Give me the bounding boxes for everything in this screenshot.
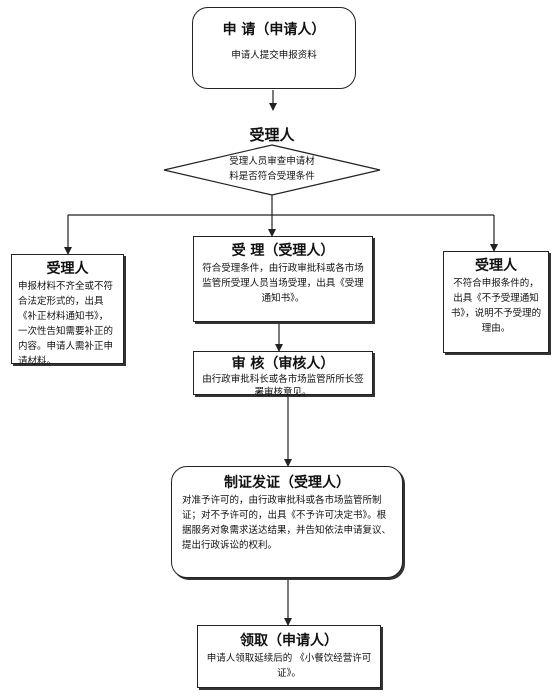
receive-body: 受理人员审查申请材 料是否符合受理条件: [200, 154, 344, 184]
apply-node: 申 请（申请人） 申请人提交申报资料: [192, 7, 356, 89]
left-node: 受理人 申报材料不齐全或不符合法定形式的，出具《补正材料通知书》，一次性告知需要…: [11, 254, 124, 367]
collect-node: 领取（申请人） 申请人领取延续后的 《小餐饮经营许可证》。: [197, 625, 381, 688]
review-title: 审 核（审核人）: [231, 356, 335, 372]
apply-body: 申请人提交申报资料: [231, 50, 317, 61]
receive-body-line2: 料是否符合受理条件: [229, 171, 315, 182]
accept-title: 受 理（受理人）: [231, 243, 335, 259]
receive-title: 受理人: [249, 126, 295, 144]
right-node: 受理人 不符合申报条件的，出具《不予受理通知书》，说明不予受理的理由。: [443, 251, 549, 353]
apply-title: 申 请（申请人）: [222, 22, 326, 38]
collect-body: 申请人领取延续后的 《小餐饮经营许可证》。: [206, 653, 372, 679]
accept-node: 受 理（受理人） 符合受理条件，由行政审批科或各市场监管所受理人员当场受理，出具…: [193, 236, 373, 322]
collect-title: 领取（申请人）: [240, 633, 338, 649]
review-node: 审 核（审核人） 由行政审批科长或各市场监管所所长签署审核意见。: [193, 351, 373, 398]
issue-node: 制证发证（受理人） 对准予许可的，由行政审批科或各市场监管所制证；对不予许可的，…: [171, 466, 403, 578]
receive-body-line1: 受理人员审查申请材: [229, 156, 315, 167]
review-body: 由行政审批科长或各市场监管所所长签署审核意见。: [202, 374, 364, 398]
right-title: 受理人: [475, 258, 517, 274]
issue-title: 制证发证（受理人）: [224, 475, 350, 491]
accept-body: 符合受理条件，由行政审批科或各市场监管所受理人员当场受理，出具《受理通知书》。: [202, 263, 364, 304]
left-body: 申报材料不齐全或不符合法定形式的，出具《补正材料通知书》，一次性告知需要补正的内…: [18, 281, 114, 367]
issue-body: 对准予许可的，由行政审批科或各市场监管所制证；对不予许可的，出具《不予许可决定书…: [182, 495, 392, 551]
right-body: 不符合申报条件的，出具《不予受理通知书》，说明不予受理的理由。: [450, 278, 542, 334]
left-title: 受理人: [46, 261, 89, 277]
